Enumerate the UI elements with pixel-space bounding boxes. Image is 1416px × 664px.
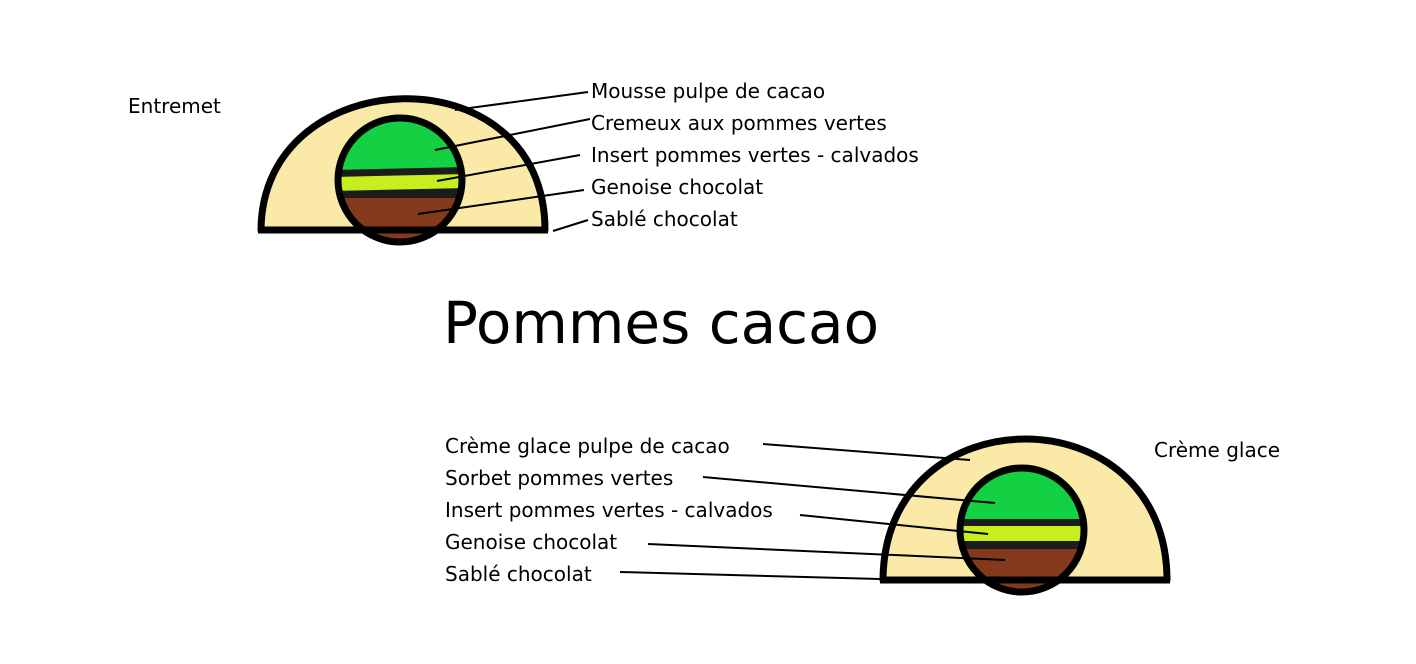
creme-glace-label-creme: Crème glace pulpe de cacao: [445, 434, 730, 458]
creme-glace-label-sable: Sablé chocolat: [445, 562, 592, 586]
leader-insert: [436, 154, 581, 182]
creme-glace-label-genoise: Genoise chocolat: [445, 530, 618, 554]
entremet-heading: Entremet: [128, 94, 221, 118]
page-title: Pommes cacao: [443, 289, 880, 357]
entremet-label-cremeux: Cremeux aux pommes vertes: [591, 111, 887, 135]
entremet-label-insert: Insert pommes vertes - calvados: [591, 143, 919, 167]
entremet-cross-section: [257, 95, 549, 246]
leader-mousse: [454, 91, 589, 111]
entremet-insert-outline: [334, 114, 466, 246]
leader-cremeux: [434, 118, 591, 151]
entremet-label-sable: Sablé chocolat: [591, 207, 738, 231]
creme-glace-genoise-line: [960, 519, 1084, 527]
leader-sable-bottom: [619, 571, 881, 580]
creme-glace-insert-layers: [960, 468, 1084, 592]
creme-glace-insert-outline: [956, 464, 1088, 596]
creme-glace-cross-section: [879, 435, 1171, 596]
entremet-insert-layer: [338, 174, 462, 193]
creme-glace-leader-lines: [619, 443, 1006, 580]
creme-glace-label-sorbet: Sorbet pommes vertes: [445, 466, 674, 490]
entremet-label-mousse: Mousse pulpe de cacao: [591, 79, 826, 103]
leader-genoise: [417, 189, 585, 215]
entremet-label-genoise: Genoise chocolat: [591, 175, 764, 199]
leader-sable: [552, 219, 589, 232]
creme-glace-genoise-layer: [960, 541, 1084, 550]
leader-genoise-bottom: [647, 543, 1006, 561]
creme-glace-label-insert: Insert pommes vertes - calvados: [445, 498, 773, 522]
creme-glace-insert-layer: [960, 526, 1084, 542]
leader-insert-bottom: [799, 514, 989, 535]
entremet-leader-lines: [417, 91, 591, 232]
leader-creme-glace: [762, 443, 971, 461]
leader-sorbet: [702, 476, 996, 504]
creme-glace-heading: Crème glace: [1154, 438, 1281, 462]
